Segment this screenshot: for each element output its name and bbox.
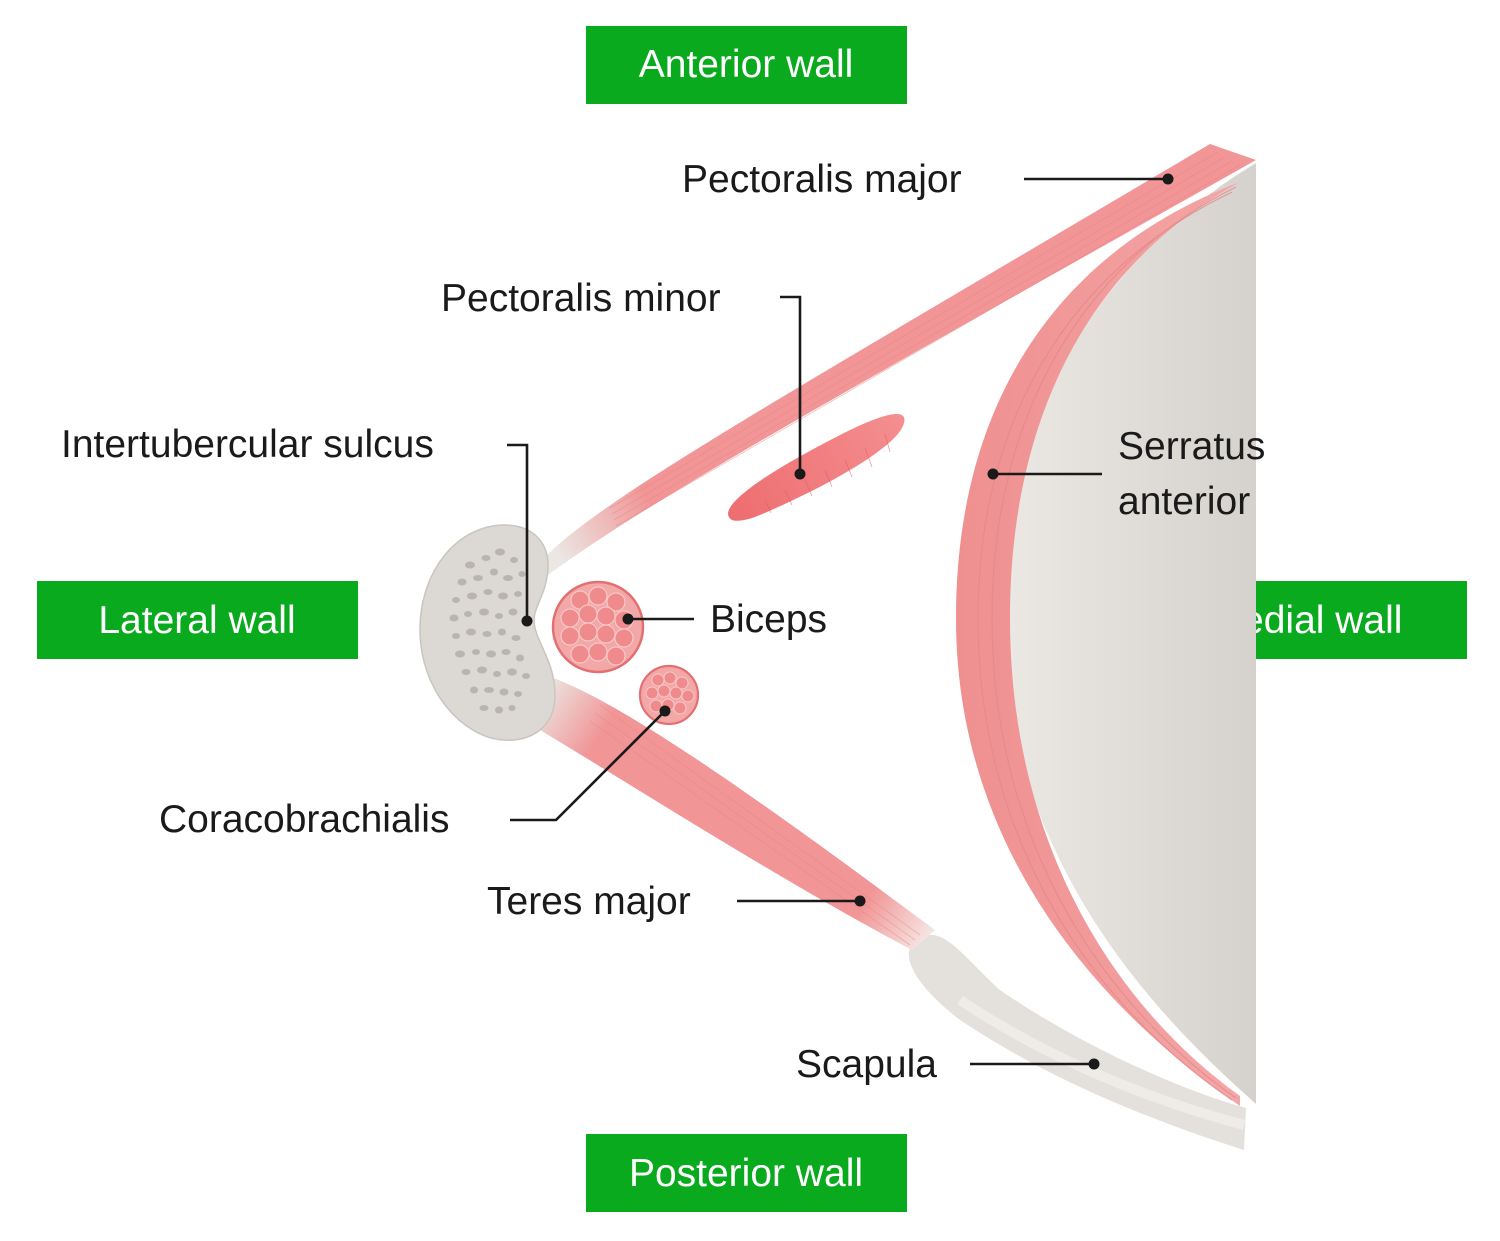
intertubercular-sulcus-callout: Intertubercular sulcus <box>61 423 533 627</box>
scapula-label: Scapula <box>796 1043 937 1086</box>
pectoralis-major-callout: Pectoralis major <box>682 158 1174 201</box>
serratus-anterior-callout: Serratus anterior <box>987 425 1265 523</box>
serratus-anterior-label-line1: Serratus <box>1118 425 1265 468</box>
scapula-bone <box>908 163 1256 1150</box>
pectoralis-minor-muscle <box>728 413 905 521</box>
lateral-wall-label: Lateral wall <box>98 599 295 642</box>
humerus-cross-section <box>419 524 556 741</box>
serratus-anterior-label-line2: anterior <box>1118 480 1250 523</box>
serratus-anterior-muscle <box>956 182 1240 1106</box>
pectoralis-minor-callout: Pectoralis minor <box>441 277 806 480</box>
teres-major-label: Teres major <box>487 880 691 923</box>
pectoralis-minor-label: Pectoralis minor <box>441 277 721 320</box>
anterior-wall-badge: Anterior wall <box>586 26 907 104</box>
teres-major-callout: Teres major <box>487 880 866 923</box>
pectoralis-major-muscle <box>542 144 1256 575</box>
coracobrachialis-cross-section <box>638 664 700 726</box>
biceps-callout: Biceps <box>622 598 827 641</box>
anterior-wall-label: Anterior wall <box>639 43 854 86</box>
posterior-wall-label: Posterior wall <box>629 1152 863 1195</box>
biceps-cross-section <box>551 580 645 674</box>
posterior-wall-badge: Posterior wall <box>586 1134 907 1212</box>
biceps-label: Biceps <box>710 598 827 641</box>
lateral-wall-badge: Lateral wall <box>37 581 358 659</box>
pectoralis-major-label: Pectoralis major <box>682 158 962 201</box>
scapula-callout: Scapula <box>796 1043 1100 1086</box>
humerus-marrow <box>449 548 530 714</box>
intertubercular-sulcus-label: Intertubercular sulcus <box>61 423 434 466</box>
coracobrachialis-callout: Coracobrachialis <box>159 705 671 841</box>
coracobrachialis-label: Coracobrachialis <box>159 798 449 841</box>
